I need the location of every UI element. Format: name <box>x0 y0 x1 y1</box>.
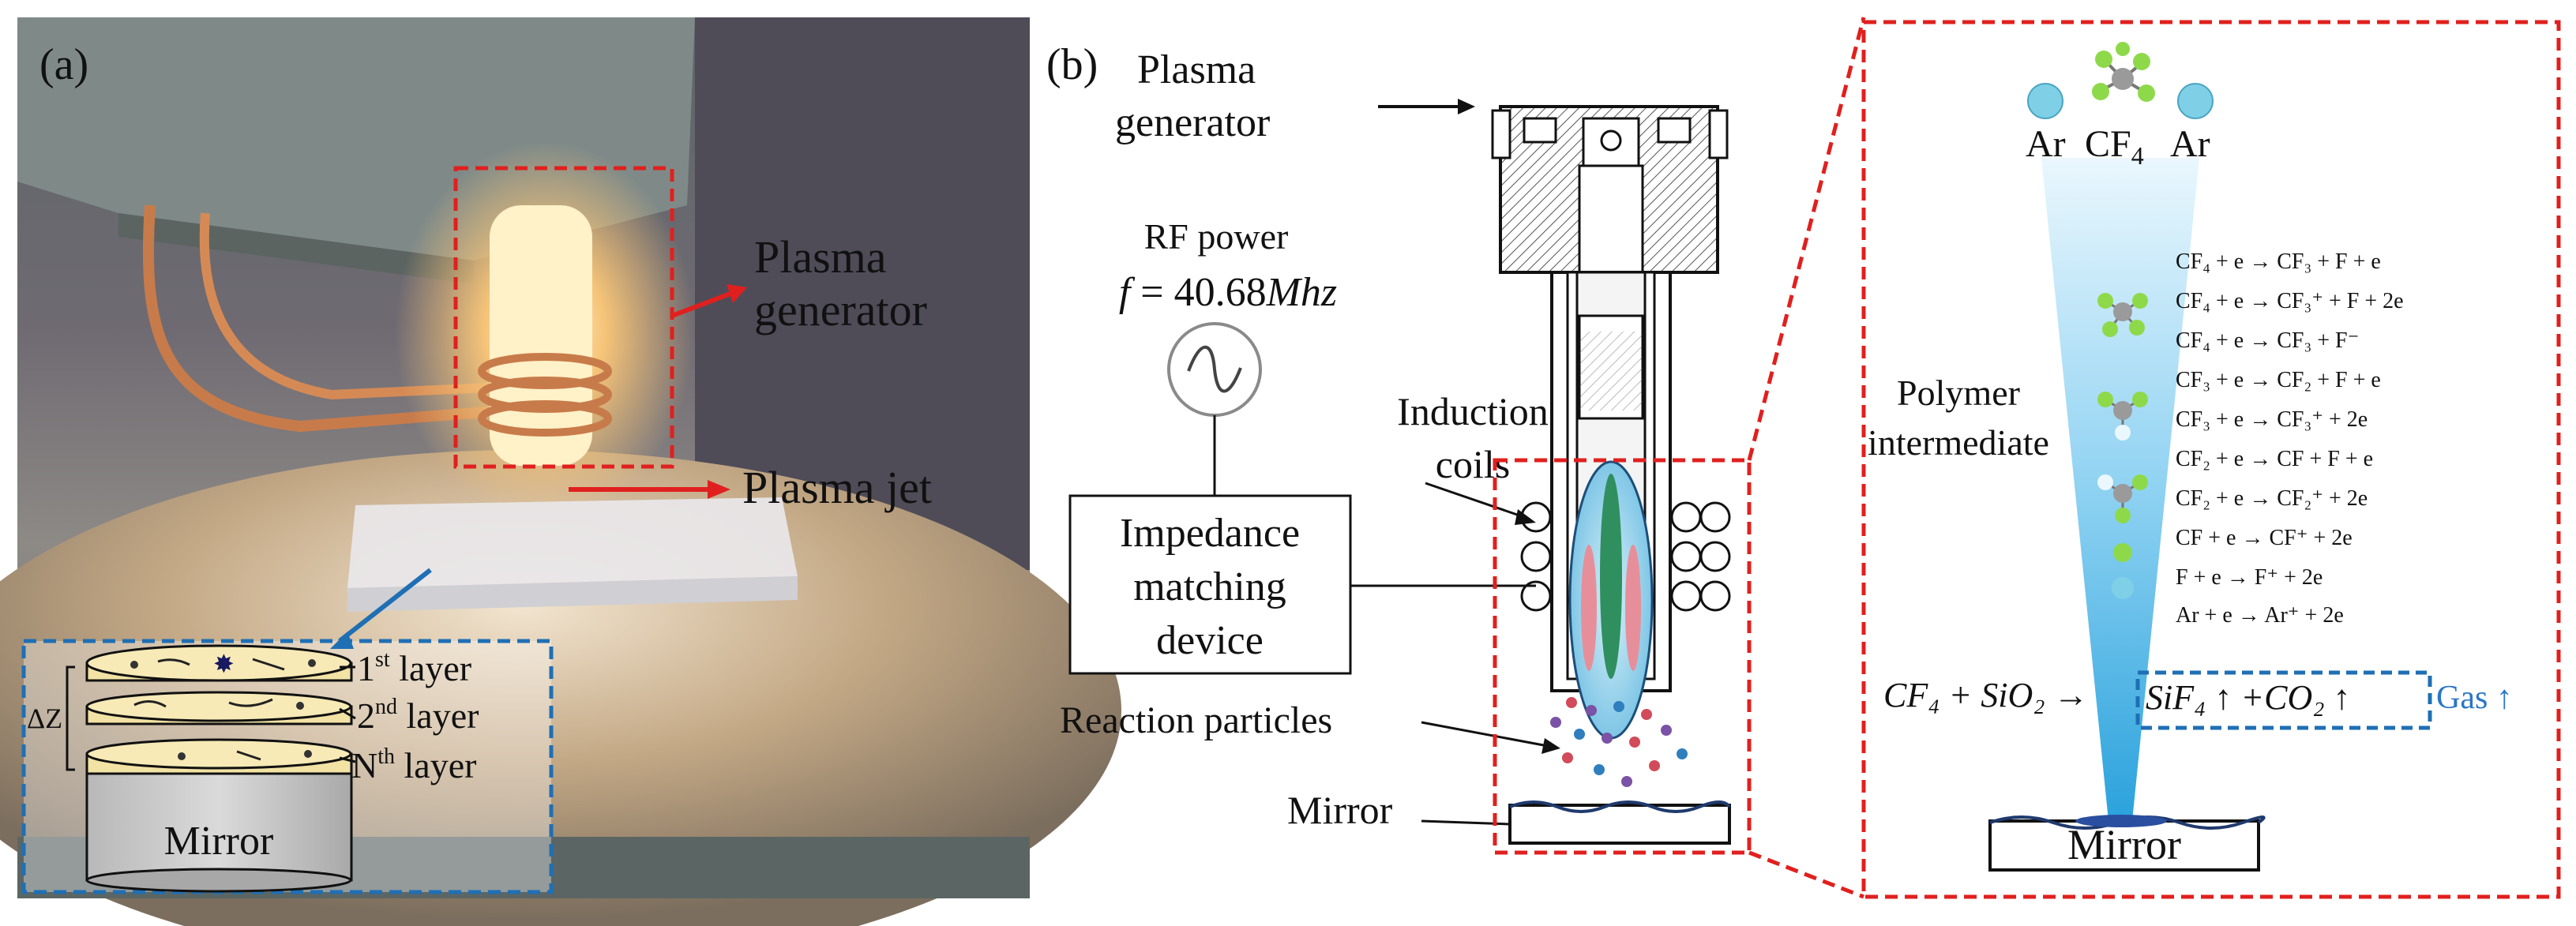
inset-arrow <box>338 568 432 643</box>
plasma-generator-label-line1: Plasma <box>754 231 887 283</box>
zoom-source-box <box>1493 458 1752 855</box>
mirror-label-a: Mirror <box>164 819 274 864</box>
torch-tube <box>1550 271 1672 740</box>
delta-z-label: ΔZ <box>27 703 62 734</box>
reaction-particles <box>1550 697 1688 787</box>
reaction-item: CF + e → CF⁺ + 2e <box>2176 526 2353 550</box>
second-layer <box>85 691 353 725</box>
mirror-cylinder <box>85 768 353 882</box>
reaction-item: CF₂ + e → CF₂⁺ + 2e <box>2176 486 2368 511</box>
sine-wave-icon <box>1187 345 1242 393</box>
plasma-generator-label-line2: generator <box>754 284 927 336</box>
plasma-generator-box <box>453 166 674 469</box>
photo-glass-plate <box>347 497 798 588</box>
arrow-coils <box>1425 482 1525 519</box>
nth-layer <box>85 738 353 775</box>
nth-layer-label: Nth layer <box>351 744 476 785</box>
mirror-b <box>1508 804 1731 845</box>
argon-right-label: Ar <box>2170 123 2210 165</box>
arrow-particles-head <box>1541 738 1560 754</box>
fragment-molecules <box>2097 293 2148 599</box>
second-layer-label: 2nd layer <box>357 695 479 736</box>
impedance-label-2: matching <box>1133 564 1286 609</box>
induction-coils-line1: Induction <box>1397 389 1549 433</box>
mirror-label-b-text: Mirror <box>1287 788 1393 832</box>
svg-text:✸: ✸ <box>213 650 235 678</box>
gas-label: Gas ↑ <box>2436 680 2513 716</box>
arrow-coils-head <box>1515 509 1536 525</box>
plasma-generator-b-line2: generator <box>1115 100 1270 145</box>
impedance-label-1: Impedance <box>1120 511 1300 556</box>
polymer-label-2: intermediate <box>1868 422 2049 463</box>
torch-head <box>1491 105 1729 274</box>
inset-arrow-head <box>330 632 354 649</box>
arrow-particles <box>1421 721 1549 748</box>
argon-atom-icon <box>2177 83 2214 119</box>
panel-b: (b) Plasma generator RF power f = 40.68M… <box>1046 17 1866 899</box>
layer-leader <box>339 756 356 763</box>
mirror-b-surface <box>1509 800 1731 813</box>
cf4-label: CF4 <box>2085 123 2144 170</box>
equation-rhs: SiF₄ ↑ +CO₂ ↑ <box>2146 678 2351 717</box>
plasma-generator-b-line1: Plasma <box>1137 47 1256 92</box>
gas-products-box <box>2135 670 2432 730</box>
panel-b-label: (b) <box>1046 40 1098 89</box>
reaction-list: CF₄ + e → CF₃ + F + e CF₄ + e → CF₃⁺ + F… <box>2176 249 2404 628</box>
etch-spot <box>2075 815 2167 827</box>
reaction-item: Ar + e → Ar⁺ + 2e <box>2176 603 2344 628</box>
first-layer: ✸ <box>85 644 353 682</box>
photo-copper-tube <box>142 204 506 433</box>
reaction-item: CF₃ + e → CF₂ + F + e <box>2176 368 2381 392</box>
reaction-item: F + e → F⁺ + 2e <box>2176 565 2323 590</box>
induction-coils-icon <box>1520 501 1731 612</box>
reaction-item: CF₂ + e → CF + F + e <box>2176 447 2373 471</box>
arrow-generator-b-head <box>1458 99 1475 114</box>
argon-atom-icon <box>2027 83 2063 119</box>
first-layer-label: 1st layer <box>357 647 471 688</box>
panel-a: (a) Plasma generator Plasma jet <box>0 17 1121 926</box>
argon-left-label: Ar <box>2026 123 2066 165</box>
equation-lhs: CF₄ + SiO₂ → <box>1883 676 2089 714</box>
layer-leader <box>339 707 356 720</box>
impedance-box <box>1068 494 1352 675</box>
arrow-plasma-jet-head <box>708 480 730 499</box>
mirror-label-c: Mirror <box>2067 821 2181 868</box>
plasma-jet-label: Plasma jet <box>742 462 932 513</box>
reaction-item: CF₄ + e → CF₃ + F + e <box>2176 249 2381 274</box>
reaction-item: CF₃ + e → CF₃⁺ + 2e <box>2176 407 2368 432</box>
rf-power-label: RF power <box>1144 216 1289 257</box>
reaction-item: CF₄ + e → CF₃ + F⁻ <box>2176 328 2359 353</box>
photo-torch <box>490 205 592 466</box>
arrow-plasma-generator <box>670 290 736 318</box>
cf4-molecule-icon <box>2092 42 2155 102</box>
photo-glass-plate-edge <box>347 576 798 612</box>
zoom-line-top <box>1747 17 1866 461</box>
zoom-line-bottom <box>1748 850 1864 899</box>
zoom-detail-box <box>1861 20 2561 899</box>
panel-c: Ar CF4 Ar Polymer intermediate CF₄ + e → <box>1861 20 2561 899</box>
panel-a-label: (a) <box>39 40 88 89</box>
reaction-particles-label: Reaction particles <box>1060 699 1332 741</box>
polymer-label-1: Polymer <box>1897 373 2020 413</box>
impedance-label-3: device <box>1156 618 1264 663</box>
photo-copper-tube <box>199 212 506 400</box>
photo-coils <box>478 353 612 437</box>
frequency-label: f = 40.68Mhz <box>1119 270 1337 315</box>
mirror-cylinder-base <box>85 868 352 893</box>
arrow-plasma-generator-head <box>727 284 747 303</box>
induction-coils-line2: coils <box>1436 442 1510 486</box>
delta-z-bracket <box>66 665 75 771</box>
reaction-item: CF₄ + e → CF₃⁺ + F + 2e <box>2176 289 2404 313</box>
